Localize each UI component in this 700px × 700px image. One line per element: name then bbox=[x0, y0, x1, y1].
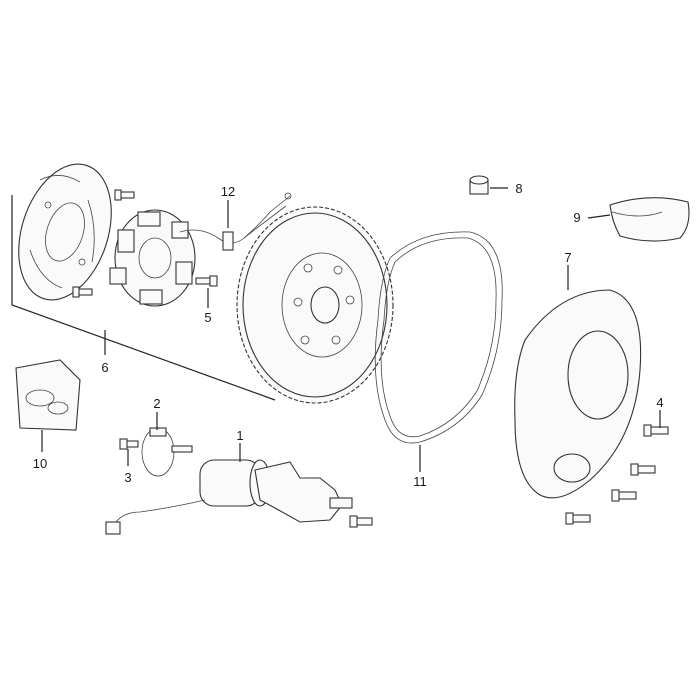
stator-coil bbox=[109, 209, 196, 307]
starter-clamp bbox=[141, 427, 193, 477]
leader-9 bbox=[587, 214, 611, 219]
cover-gasket bbox=[374, 231, 503, 444]
cover-bolt-4 bbox=[565, 512, 591, 525]
callout-11: 11 bbox=[413, 474, 427, 489]
generator-cover bbox=[514, 289, 642, 499]
callout-6: 6 bbox=[101, 360, 108, 375]
callout-2: 2 bbox=[153, 396, 160, 411]
screw-3 bbox=[119, 438, 139, 450]
leader-6 bbox=[11, 195, 276, 401]
callout-3: 3 bbox=[124, 470, 131, 485]
callout-8: 8 bbox=[515, 181, 522, 196]
callout-10: 10 bbox=[33, 456, 47, 471]
flywheel-rotor bbox=[236, 206, 394, 404]
stator-base-plate bbox=[18, 163, 112, 301]
cover-bolt-1 bbox=[643, 424, 669, 437]
cover-bolt-3 bbox=[611, 489, 637, 502]
callout-9: 9 bbox=[573, 210, 580, 225]
callout-1: 1 bbox=[236, 428, 243, 443]
cover-bolt-2 bbox=[630, 463, 656, 476]
starter-motor bbox=[105, 459, 353, 535]
nut-8 bbox=[469, 175, 489, 195]
callout-4: 4 bbox=[656, 395, 663, 410]
callout-7: 7 bbox=[564, 250, 571, 265]
pickup-wire bbox=[179, 192, 292, 251]
callout-5: 5 bbox=[204, 310, 211, 325]
part-bag-9 bbox=[609, 197, 690, 242]
starter-bolt bbox=[349, 515, 373, 528]
stator-screw-top bbox=[114, 189, 135, 201]
screw-5 bbox=[195, 275, 218, 287]
callout-12: 12 bbox=[221, 184, 235, 199]
gasket-kit-10 bbox=[15, 359, 81, 431]
stator-screw-bottom bbox=[72, 286, 93, 298]
